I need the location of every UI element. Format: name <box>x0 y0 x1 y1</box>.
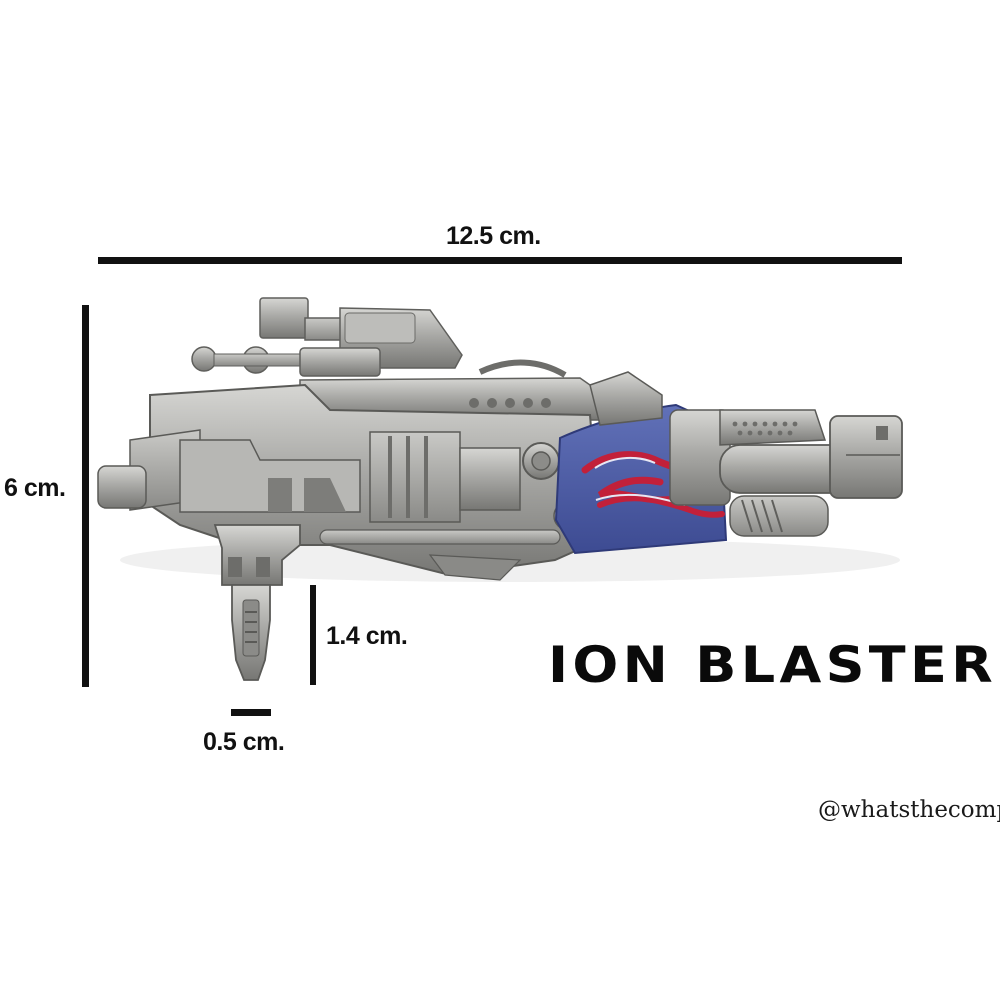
height-dimension-bar <box>82 305 89 687</box>
height-label: 6 cm. <box>4 474 66 502</box>
watermark-handle: @whatsthecomp <box>818 797 1000 823</box>
length-label: 12.5 cm. <box>446 222 541 250</box>
product-name-title: ION BLASTER <box>548 636 998 694</box>
grip-height-label: 1.4 cm. <box>326 622 408 650</box>
grip-width-label: 0.5 cm. <box>203 728 285 756</box>
grip-width-dimension-bar <box>231 709 271 716</box>
length-dimension-bar <box>98 257 902 264</box>
grip-height-dimension-bar <box>310 585 316 685</box>
